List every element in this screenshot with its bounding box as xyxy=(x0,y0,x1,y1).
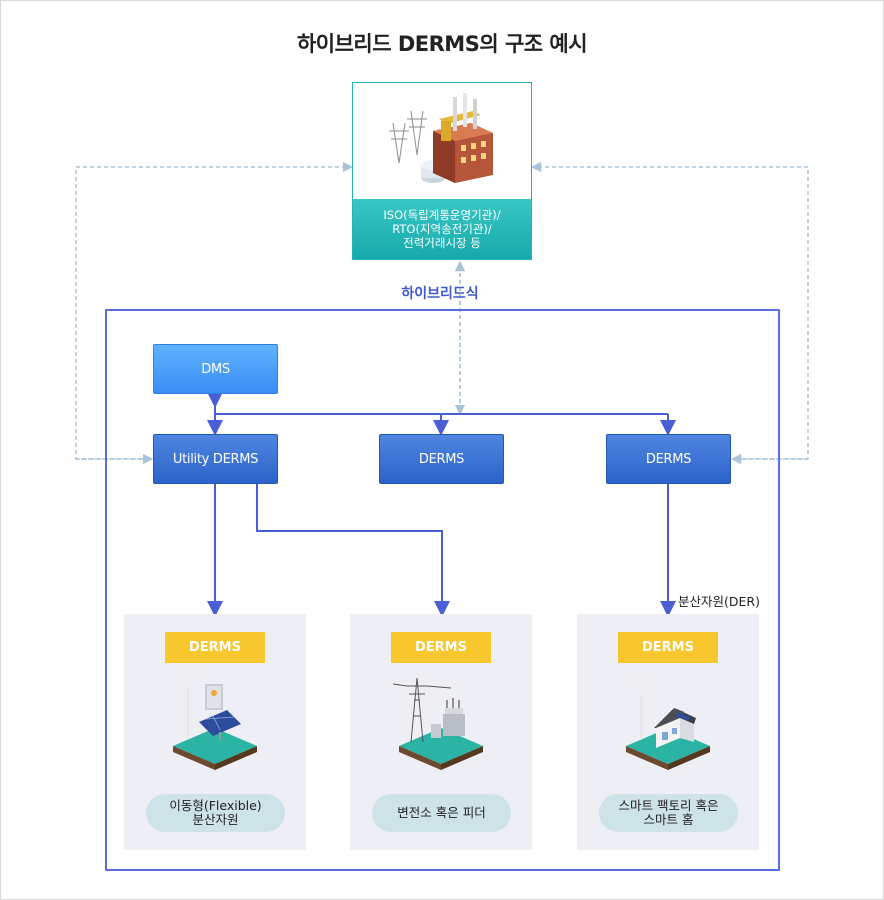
iso-node: ISO(독립계통운영기관)/ RTO(지역송전기관)/ 전력거래시장 등 xyxy=(352,82,532,260)
panel-smart-home: DERMS 스마트 팩토리 혹은 스마트 홈 xyxy=(577,614,759,850)
derms-tag: DERMS xyxy=(165,632,265,663)
iso-label-line-1: ISO(독립계통운영기관)/ xyxy=(383,208,501,222)
diagram-title: 하이브리드 DERMS의 구조 예시 xyxy=(296,32,588,56)
hybrid-label: 하이브리드식 xyxy=(401,286,479,302)
solar-wind-icon xyxy=(173,668,257,770)
panel-label: 변전소 혹은 피더 xyxy=(372,794,511,832)
panel-label-line-2: 스마트 홈 xyxy=(643,812,694,827)
panel-label: 스마트 팩토리 혹은 스마트 홈 xyxy=(599,794,738,832)
derms-tag: DERMS xyxy=(618,632,718,663)
iso-label-line-2: RTO(지역송전기관)/ xyxy=(392,222,492,236)
power-plant-icon xyxy=(389,93,493,183)
utility-to-panel2 xyxy=(256,484,450,617)
panel-flexible-der: DERMS 이동형(Flexible) 분산자원 xyxy=(124,614,306,850)
iso-label: ISO(독립계통운영기관)/ RTO(지역송전기관)/ 전력거래시장 등 xyxy=(353,199,531,259)
substation-icon xyxy=(392,677,483,770)
panel-substation: DERMS 변전소 혹은 피더 xyxy=(350,614,532,850)
utility-derms-node: Utility DERMS xyxy=(153,434,278,484)
panel-label-line-1: 변전소 혹은 피더 xyxy=(397,805,486,820)
panel-label: 이동형(Flexible) 분산자원 xyxy=(146,794,285,832)
derms-right-node: DERMS xyxy=(606,434,731,484)
der-label: 분산자원(DER) xyxy=(678,594,760,609)
smart-home-icon xyxy=(626,675,710,770)
panel-label-line-2: 분산자원 xyxy=(192,812,239,827)
derms-tag: DERMS xyxy=(391,632,491,663)
panel-label-line-1: 스마트 팩토리 혹은 xyxy=(618,798,719,813)
dms-node: DMS xyxy=(153,344,278,394)
iso-label-line-3: 전력거래시장 등 xyxy=(403,236,481,250)
hybrid-container xyxy=(105,309,780,871)
derms-center-node: DERMS xyxy=(379,434,504,484)
panel-label-line-1: 이동형(Flexible) xyxy=(169,798,262,813)
